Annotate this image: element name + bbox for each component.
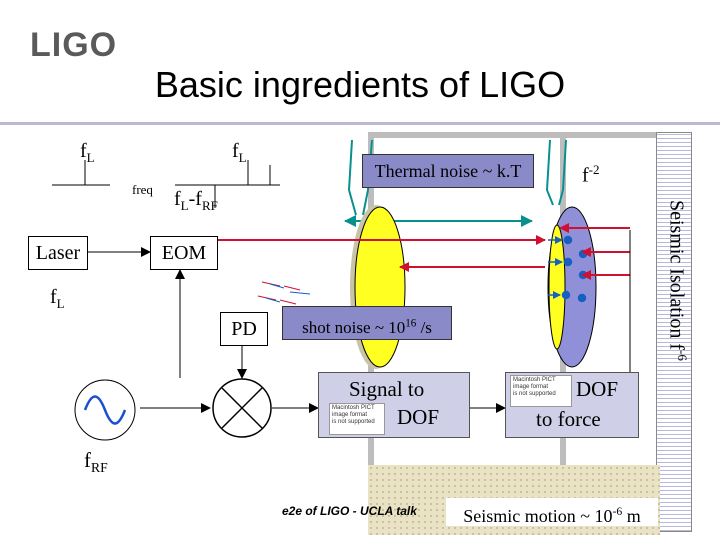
footer-text: e2e of LIGO - UCLA talk — [282, 504, 417, 518]
ligo-logo: LIGO — [30, 26, 118, 64]
laser-label: Laser — [35, 242, 81, 264]
eom-label: EOM — [161, 242, 207, 264]
thermal-noise-label: Thermal noise ~ k.T — [374, 161, 522, 181]
seismic-motion-box: Seismic motion ~ 10-6 m — [446, 498, 658, 526]
seismic-isolation-text: Seismic Isolation f-6 — [665, 200, 690, 361]
pendulum-transfer-label: f-2 — [582, 162, 600, 187]
freq-axis-label: freq — [132, 182, 153, 197]
end-mirror — [547, 206, 597, 368]
title-divider — [0, 122, 720, 125]
seismic-isolation-stack — [656, 132, 692, 532]
rf-oscillator — [74, 379, 136, 441]
signal-dof-label: DOF — [397, 405, 440, 429]
signal-to-label: Signal to — [349, 377, 425, 401]
input-mirror — [350, 205, 406, 369]
eom-box: EOM — [150, 236, 218, 270]
thermal-noise-box: Thermal noise ~ k.T — [362, 154, 534, 188]
shot-noise-box: shot noise ~ 1016 /s — [282, 306, 452, 340]
laser-box: Laser — [28, 236, 88, 270]
shot-noise-label: shot noise ~ 1016 /s — [302, 317, 432, 337]
to-force-label: to force — [536, 407, 601, 431]
pict-placeholder-2: Macintosh PICT image format is not suppo… — [510, 375, 572, 407]
dof-label: DOF — [576, 377, 619, 401]
fl-label: fL — [50, 286, 65, 311]
signal-to-dof-box: Signal to DOF Macintosh PICT image forma… — [318, 372, 470, 438]
sideband-label: fL-fRF — [174, 188, 218, 213]
slide-title: Basic ingredients of LIGO — [154, 64, 566, 105]
spectrum-fl-left: fL — [80, 140, 95, 165]
pd-label: PD — [231, 318, 257, 340]
rf-frequency-label: fRF — [84, 448, 108, 476]
spectrum-sketch — [52, 160, 280, 208]
pict-placeholder-1: Macintosh PICT image format is not suppo… — [329, 403, 385, 435]
dof-to-force-box: DOF to force Macintosh PICT image format… — [505, 372, 639, 438]
photodiode-box: PD — [220, 312, 268, 346]
mixer — [212, 378, 272, 438]
spectrum-fl-right: fL — [232, 140, 247, 165]
